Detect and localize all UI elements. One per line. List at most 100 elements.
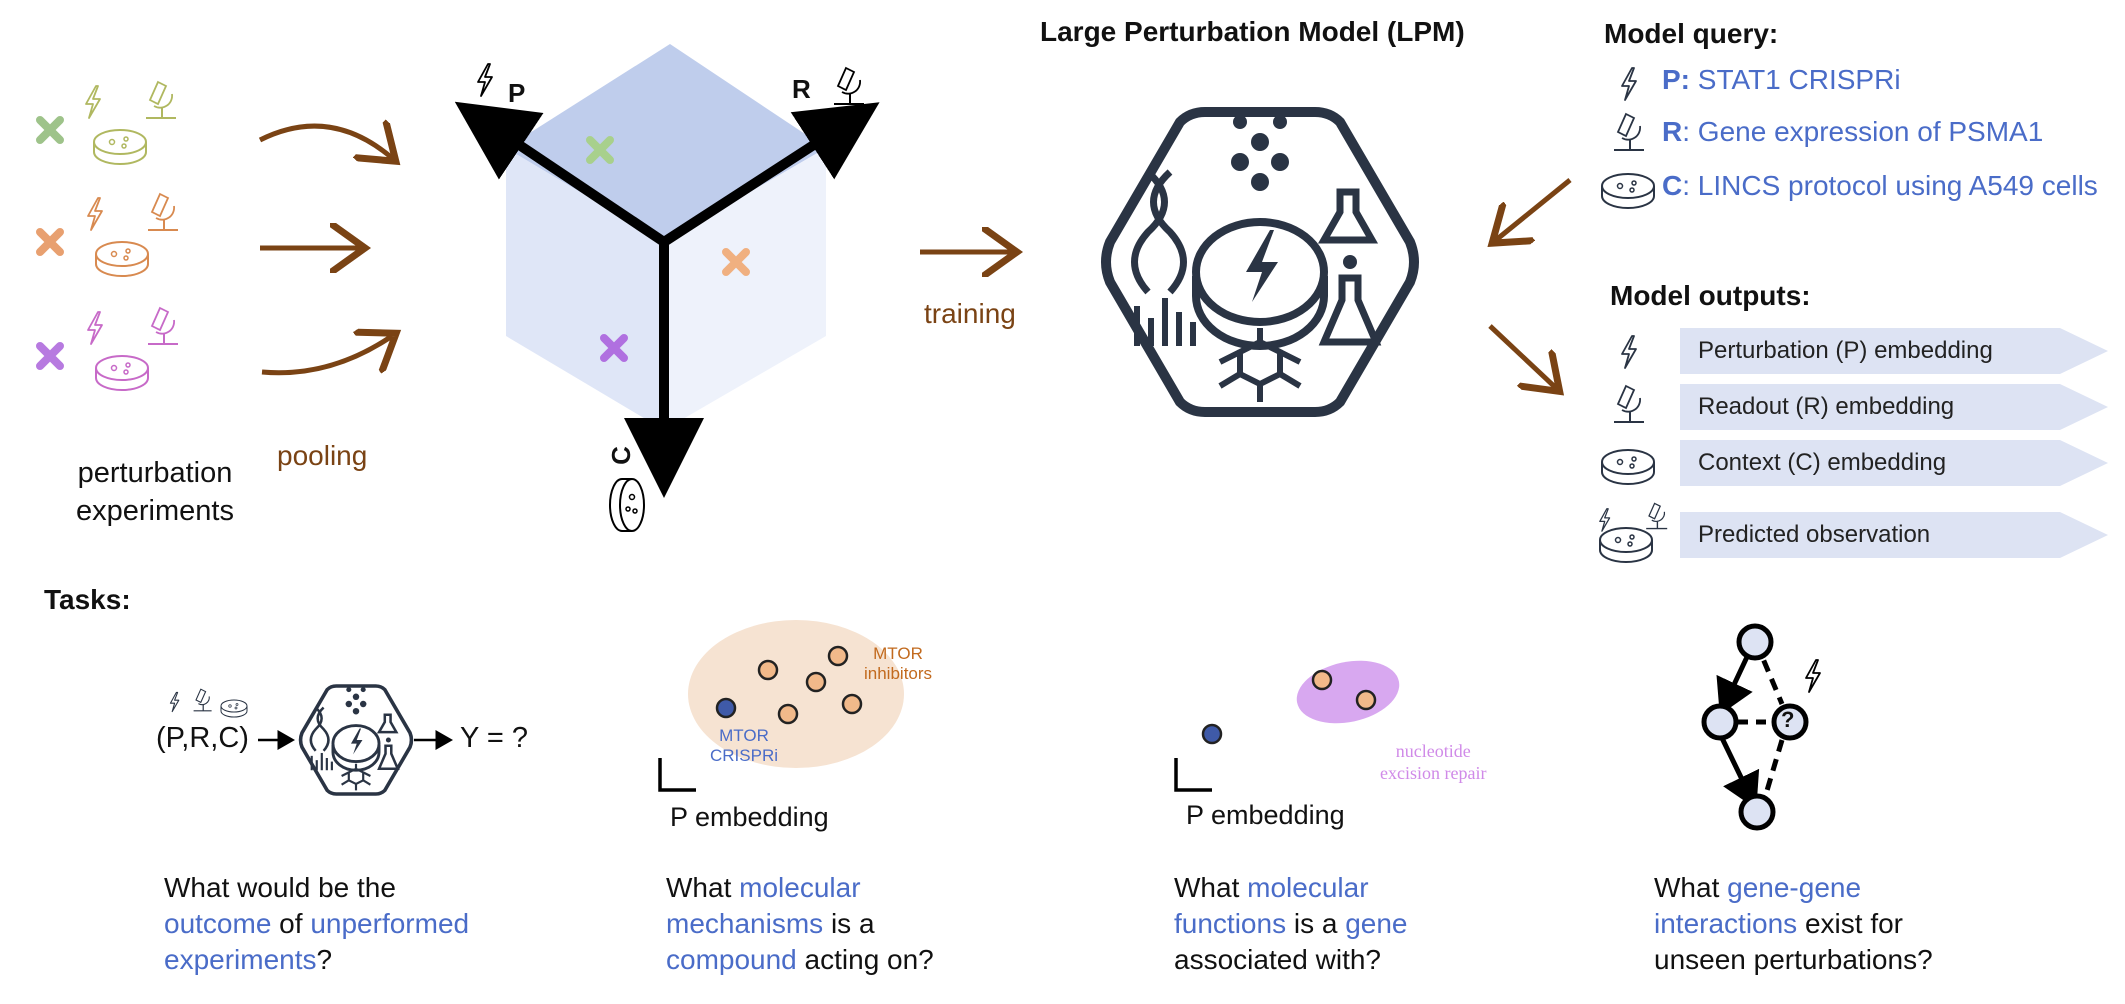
q-highlight: interactions bbox=[1654, 908, 1798, 939]
q-highlight: compound bbox=[666, 944, 797, 975]
experiment-row-3 bbox=[40, 307, 179, 391]
microscope-icon bbox=[1613, 385, 1645, 423]
question-interactions: What gene-gene interactions exist for un… bbox=[1654, 870, 2014, 978]
petri-dish-icon bbox=[95, 241, 149, 277]
petri-dish-icon bbox=[93, 129, 147, 165]
q-text: is a bbox=[823, 908, 875, 939]
q-text: exist for bbox=[1797, 908, 1903, 939]
p-embedding-label: P embedding bbox=[670, 802, 829, 832]
q-text: of bbox=[271, 908, 311, 939]
gene-interaction-graph bbox=[1701, 623, 1821, 831]
query-key: C bbox=[1662, 170, 1683, 201]
query-item-r: R: Gene expression of PSMA1 bbox=[1662, 116, 2043, 148]
output-p-embedding: Perturbation (P) embedding bbox=[1680, 328, 2108, 374]
q-text: What bbox=[666, 872, 740, 903]
q-text: unseen perturbations? bbox=[1654, 944, 1933, 975]
compound-point bbox=[757, 659, 779, 681]
q-highlight: mechanisms bbox=[666, 908, 824, 939]
p-embedding-label: P embedding bbox=[1186, 800, 1345, 830]
compound-point bbox=[827, 645, 849, 667]
lightning-icon bbox=[87, 311, 103, 345]
unseen-gene-node bbox=[1771, 703, 1809, 741]
embedding-points bbox=[715, 645, 863, 725]
unknown-interaction-mark: ? bbox=[1781, 707, 1795, 732]
formula-output: Y = ? bbox=[460, 722, 528, 754]
x-mark-icon bbox=[40, 120, 60, 140]
q-highlight: molecular bbox=[739, 872, 861, 903]
pooling-label: pooling bbox=[277, 440, 368, 471]
gene-point bbox=[1311, 669, 1333, 691]
output-predicted-observation: Predicted observation bbox=[1680, 512, 2108, 558]
petri-dish-icon bbox=[1601, 173, 1655, 209]
q-highlight: experiments bbox=[164, 944, 317, 975]
q-text: acting on? bbox=[796, 944, 934, 975]
petri-dish-icon bbox=[220, 699, 248, 718]
axis-c-label: C bbox=[605, 446, 636, 465]
nucleotide-excision-cluster bbox=[1296, 660, 1400, 724]
q-text: associated with? bbox=[1174, 944, 1382, 975]
q-highlight: gene-gene bbox=[1727, 872, 1862, 903]
lightning-icon bbox=[1805, 659, 1821, 693]
training-label: training bbox=[924, 298, 1016, 329]
microscope-icon bbox=[147, 193, 179, 231]
q-highlight: unperformed bbox=[310, 908, 470, 939]
output-label: Perturbation (P) embedding bbox=[1698, 337, 1993, 364]
lightning-icon bbox=[1599, 508, 1611, 532]
axes-corner bbox=[1174, 758, 1212, 792]
lpm-model-icon bbox=[1106, 112, 1414, 412]
petri-dish-icon bbox=[1601, 449, 1655, 485]
lightning-icon bbox=[1621, 67, 1637, 101]
lpm-title: Large Perturbation Model (LPM) bbox=[1040, 16, 1465, 47]
microscope-icon bbox=[833, 67, 865, 105]
question-mechanisms: What molecular mechanisms is a compound … bbox=[666, 870, 1026, 978]
query-gene-point bbox=[1201, 723, 1223, 745]
x-mark-icon bbox=[40, 232, 60, 252]
gene-point bbox=[1355, 689, 1377, 711]
nucleotide-label: nucleotide excision repair bbox=[1380, 741, 1487, 783]
mtor-inhibitors-label: MTOR inhibitors bbox=[864, 644, 933, 683]
petri-dish-icon bbox=[609, 478, 645, 532]
perturbation-cube bbox=[454, 44, 880, 532]
lightning-icon bbox=[477, 63, 493, 97]
microscope-icon bbox=[1645, 502, 1668, 530]
lightning-icon bbox=[1621, 335, 1637, 369]
experiment-row-1 bbox=[40, 81, 177, 165]
q-text: is a bbox=[1286, 908, 1346, 939]
output-r-embedding: Readout (R) embedding bbox=[1680, 384, 2108, 430]
compound-point bbox=[841, 693, 863, 715]
lpm-model-icon-small bbox=[298, 684, 414, 796]
gene-node bbox=[1738, 793, 1776, 831]
model-outputs-heading: Model outputs: bbox=[1610, 280, 1811, 311]
query-key: P: bbox=[1662, 64, 1690, 95]
pooling-arrows bbox=[258, 126, 392, 376]
experiment-row-2 bbox=[40, 193, 179, 277]
gene-node bbox=[1701, 703, 1739, 741]
query-item-c: C: LINCS protocol using A549 cells bbox=[1662, 170, 2098, 202]
gene-node bbox=[1736, 623, 1774, 661]
mtor-crispri-label: MTOR CRISPRi bbox=[710, 726, 779, 765]
query-text: STAT1 CRISPRi bbox=[1690, 64, 1901, 95]
output-label: Predicted observation bbox=[1698, 521, 1931, 548]
q-highlight: molecular bbox=[1247, 872, 1369, 903]
question-functions: What molecular functions is a gene assoc… bbox=[1174, 870, 1534, 978]
q-text: What would be the bbox=[164, 872, 396, 903]
query-arrow bbox=[1496, 178, 1572, 240]
lightning-icon bbox=[85, 85, 101, 119]
petri-dish-icon bbox=[95, 355, 149, 391]
output-label: Context (C) embedding bbox=[1698, 449, 1947, 476]
output-c-embedding: Context (C) embedding bbox=[1680, 440, 2108, 486]
question-outcome: What would be the outcome of unperformed… bbox=[164, 870, 524, 978]
output-label: Readout (R) embedding bbox=[1698, 393, 1955, 420]
petri-dish-icon bbox=[1599, 527, 1653, 563]
experiments-label: perturbation experiments bbox=[76, 457, 234, 527]
formula-input: (P,R,C) bbox=[156, 722, 249, 754]
q-highlight: gene bbox=[1345, 908, 1408, 939]
q-text: ? bbox=[316, 944, 333, 975]
compound-point bbox=[805, 671, 827, 693]
axes-corner bbox=[658, 758, 696, 792]
mtor-inhibitors-cluster bbox=[688, 620, 904, 768]
x-mark-icon bbox=[40, 346, 60, 366]
output-arrow bbox=[1488, 324, 1556, 388]
lightning-icon bbox=[87, 197, 103, 231]
